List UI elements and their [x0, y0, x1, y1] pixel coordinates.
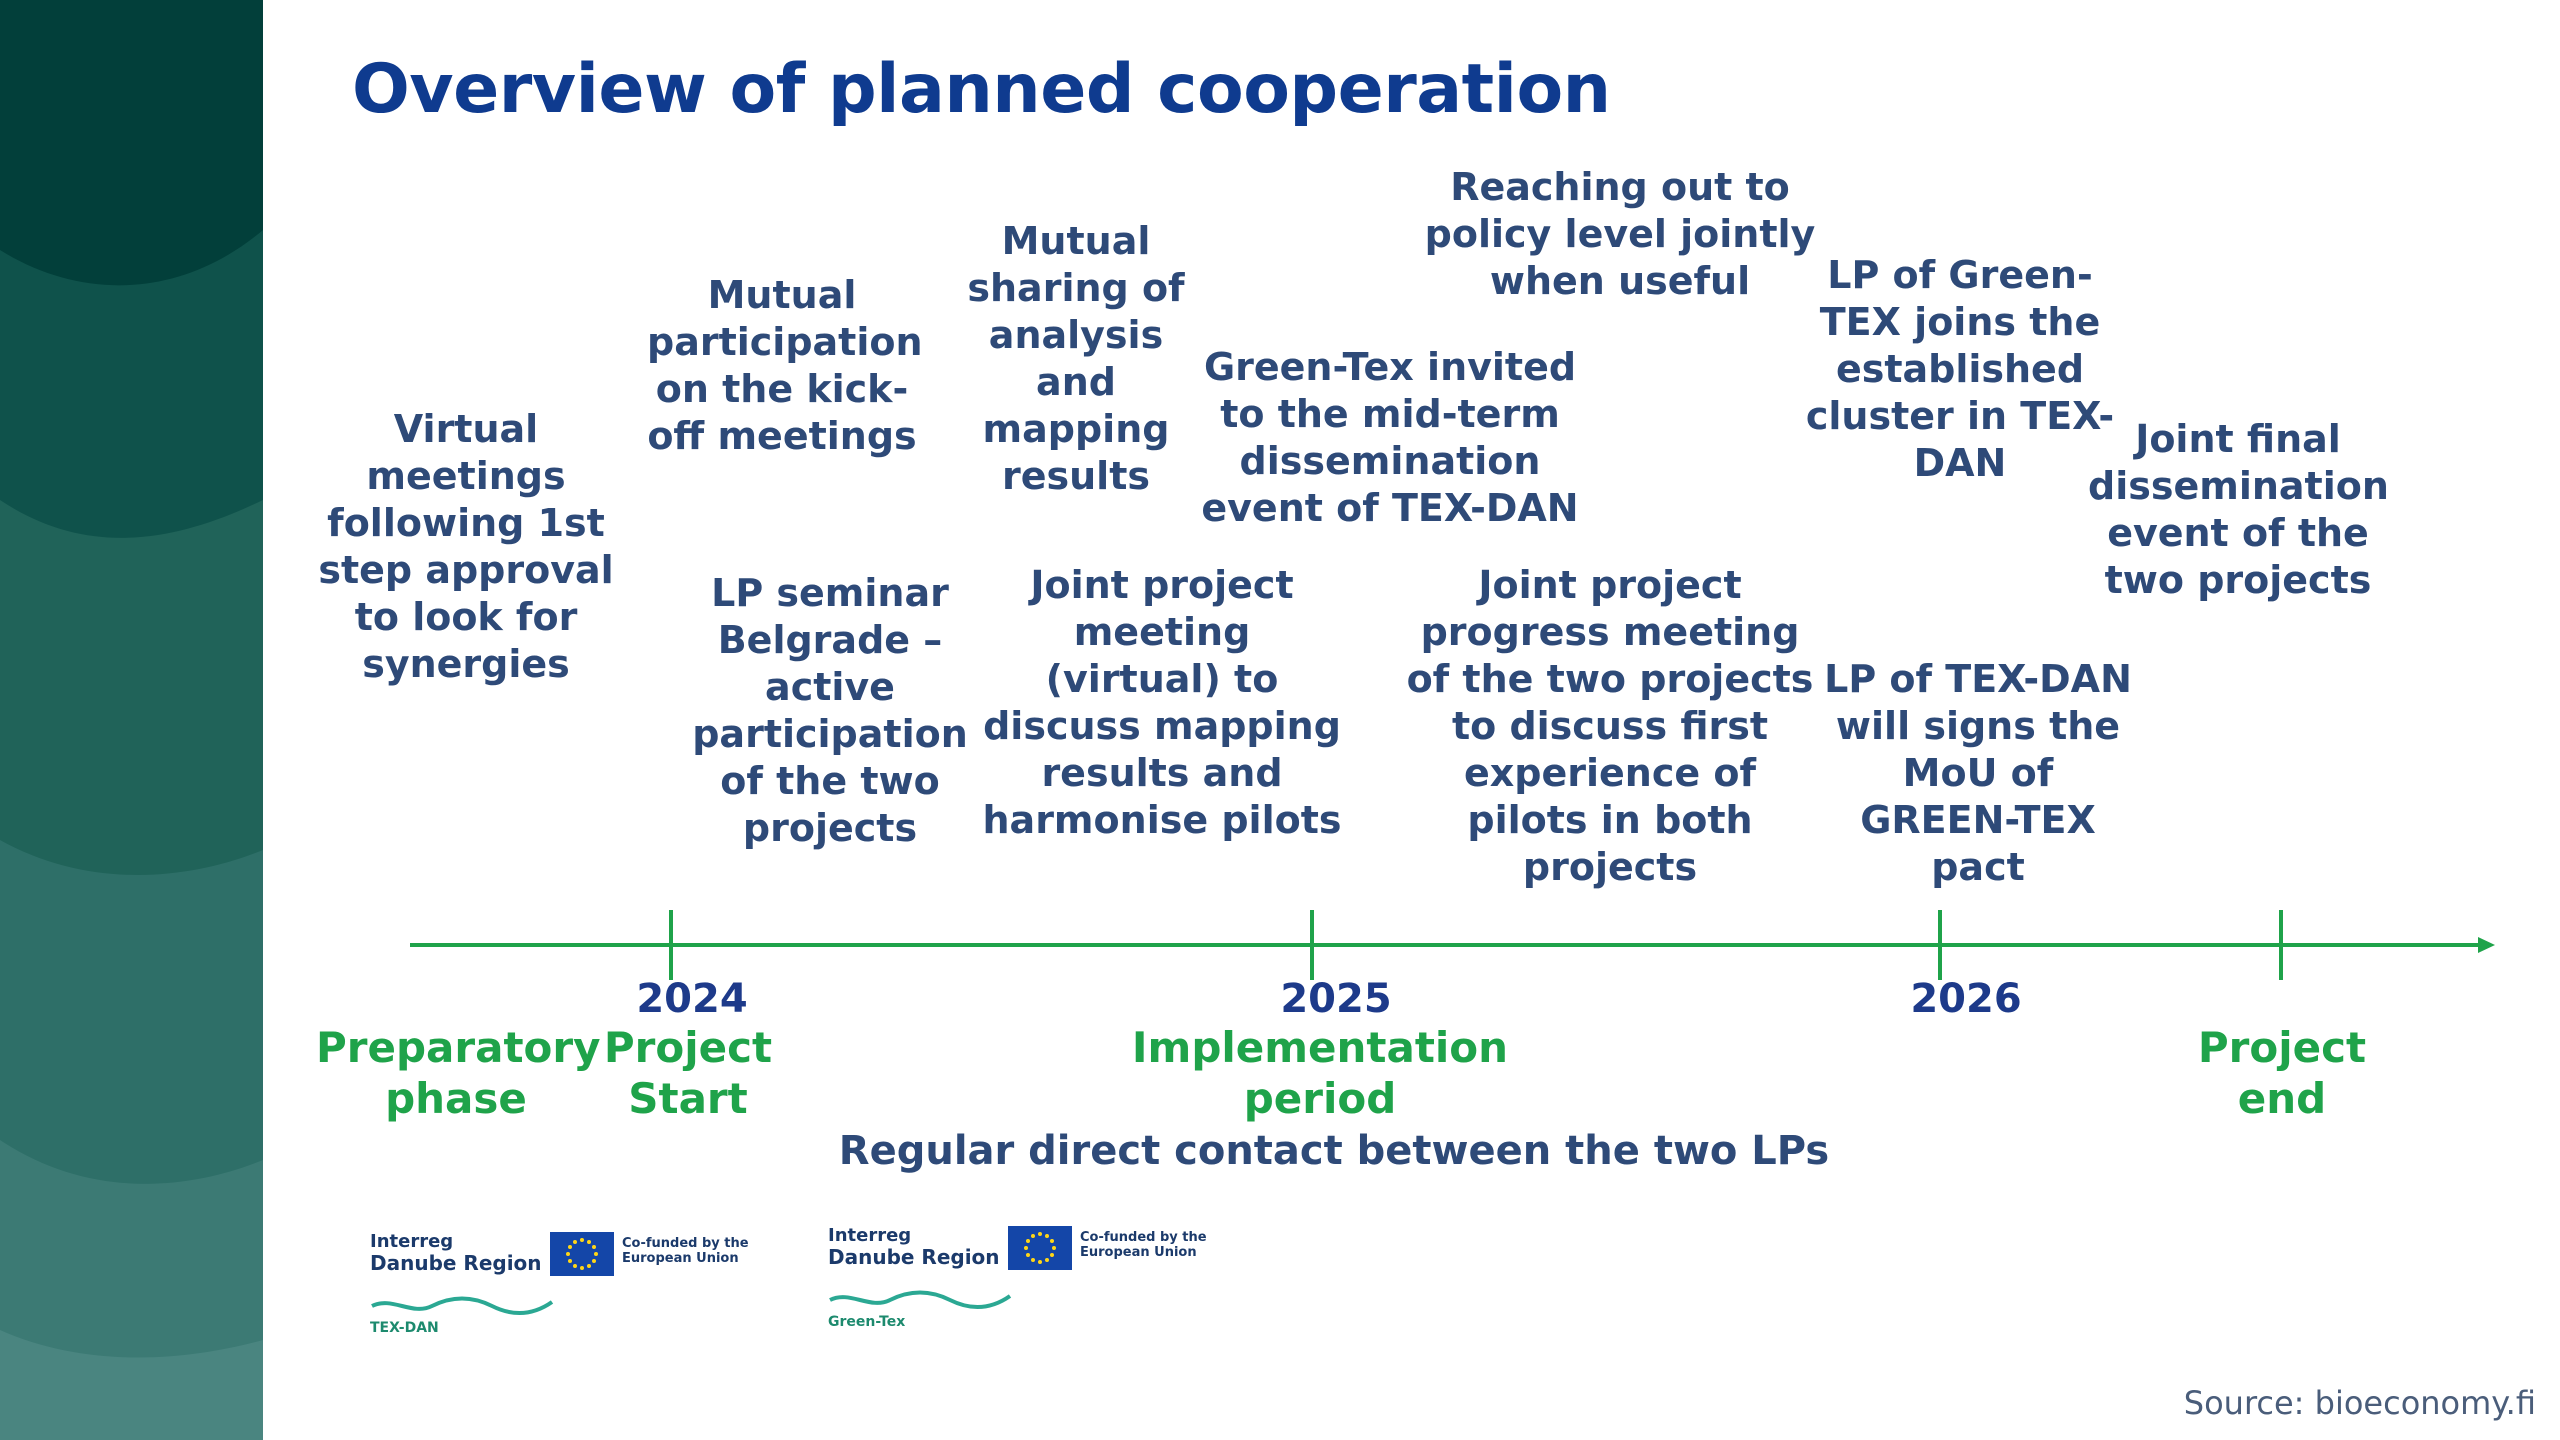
- phase-preparatory: Preparatory phase: [316, 1023, 601, 1123]
- source-credit: Source: bioeconomy.fi: [2183, 1384, 2536, 1422]
- logo-region-name: Danube Region: [370, 1251, 542, 1275]
- phase-project-start: Project Start: [603, 1023, 773, 1123]
- activity-kickoff-participation: Mutual participation on the kick-off mee…: [647, 273, 923, 458]
- phase-implementation: Implementation period: [1131, 1023, 1509, 1123]
- activity-midterm-event: Green-Tex invited to the mid-term dissem…: [1201, 345, 1579, 530]
- activity-sharing-analysis: Mutual sharing of analysis and mapping r…: [967, 219, 1185, 498]
- logo-green-tex: Interreg Danube Region Co-funded by the …: [828, 1226, 1248, 1336]
- wave-icon: [829, 1290, 1012, 1310]
- activity-mou-signing: LP of TEX-DAN will signs the MoU of GREE…: [1824, 657, 2132, 889]
- timeline-arrowhead: [2478, 937, 2495, 953]
- wave-pattern: [0, 0, 263, 1440]
- activity-lp-seminar: LP seminar Belgrade – active participati…: [692, 571, 968, 850]
- project-name: Green-Tex: [828, 1314, 906, 1330]
- logo-region-name: Danube Region: [828, 1245, 1000, 1269]
- regular-contact-note: Regular direct contact between the two L…: [838, 1128, 1830, 1174]
- decorative-sidebar: [0, 0, 263, 1440]
- eu-flag-icon: [1008, 1226, 1072, 1270]
- logo-program-name: Interreg: [828, 1225, 912, 1246]
- year-2024: 2024: [636, 976, 748, 1022]
- cofunded-label: Co-funded by the European Union: [622, 1236, 749, 1266]
- activity-final-dissemination: Joint final dissemination event of the t…: [2088, 417, 2389, 602]
- eu-flag-icon: [550, 1232, 614, 1276]
- wave-icon: [371, 1296, 554, 1316]
- phase-project-end: Project end: [2197, 1023, 2367, 1123]
- logo-program-name: Interreg: [370, 1231, 454, 1252]
- cofunded-label: Co-funded by the European Union: [1080, 1230, 1207, 1260]
- activity-progress-meeting: Joint project progress meeting of the tw…: [1406, 563, 1814, 889]
- activity-virtual-meetings: Virtual meetings following 1st step appr…: [318, 407, 614, 686]
- activity-cluster-join: LP of Green-TEX joins the established cl…: [1805, 253, 2115, 485]
- year-2025: 2025: [1280, 976, 1392, 1022]
- activity-policy-outreach: Reaching out to policy level jointly whe…: [1424, 165, 1816, 303]
- activity-joint-meeting-virtual: Joint project meeting (virtual) to discu…: [982, 563, 1342, 842]
- logo-tex-dan: Interreg Danube Region Co-funded by the …: [370, 1232, 790, 1342]
- page-title: Overview of planned cooperation: [352, 50, 1611, 129]
- project-name: TEX-DAN: [370, 1320, 439, 1336]
- year-2026: 2026: [1910, 976, 2022, 1022]
